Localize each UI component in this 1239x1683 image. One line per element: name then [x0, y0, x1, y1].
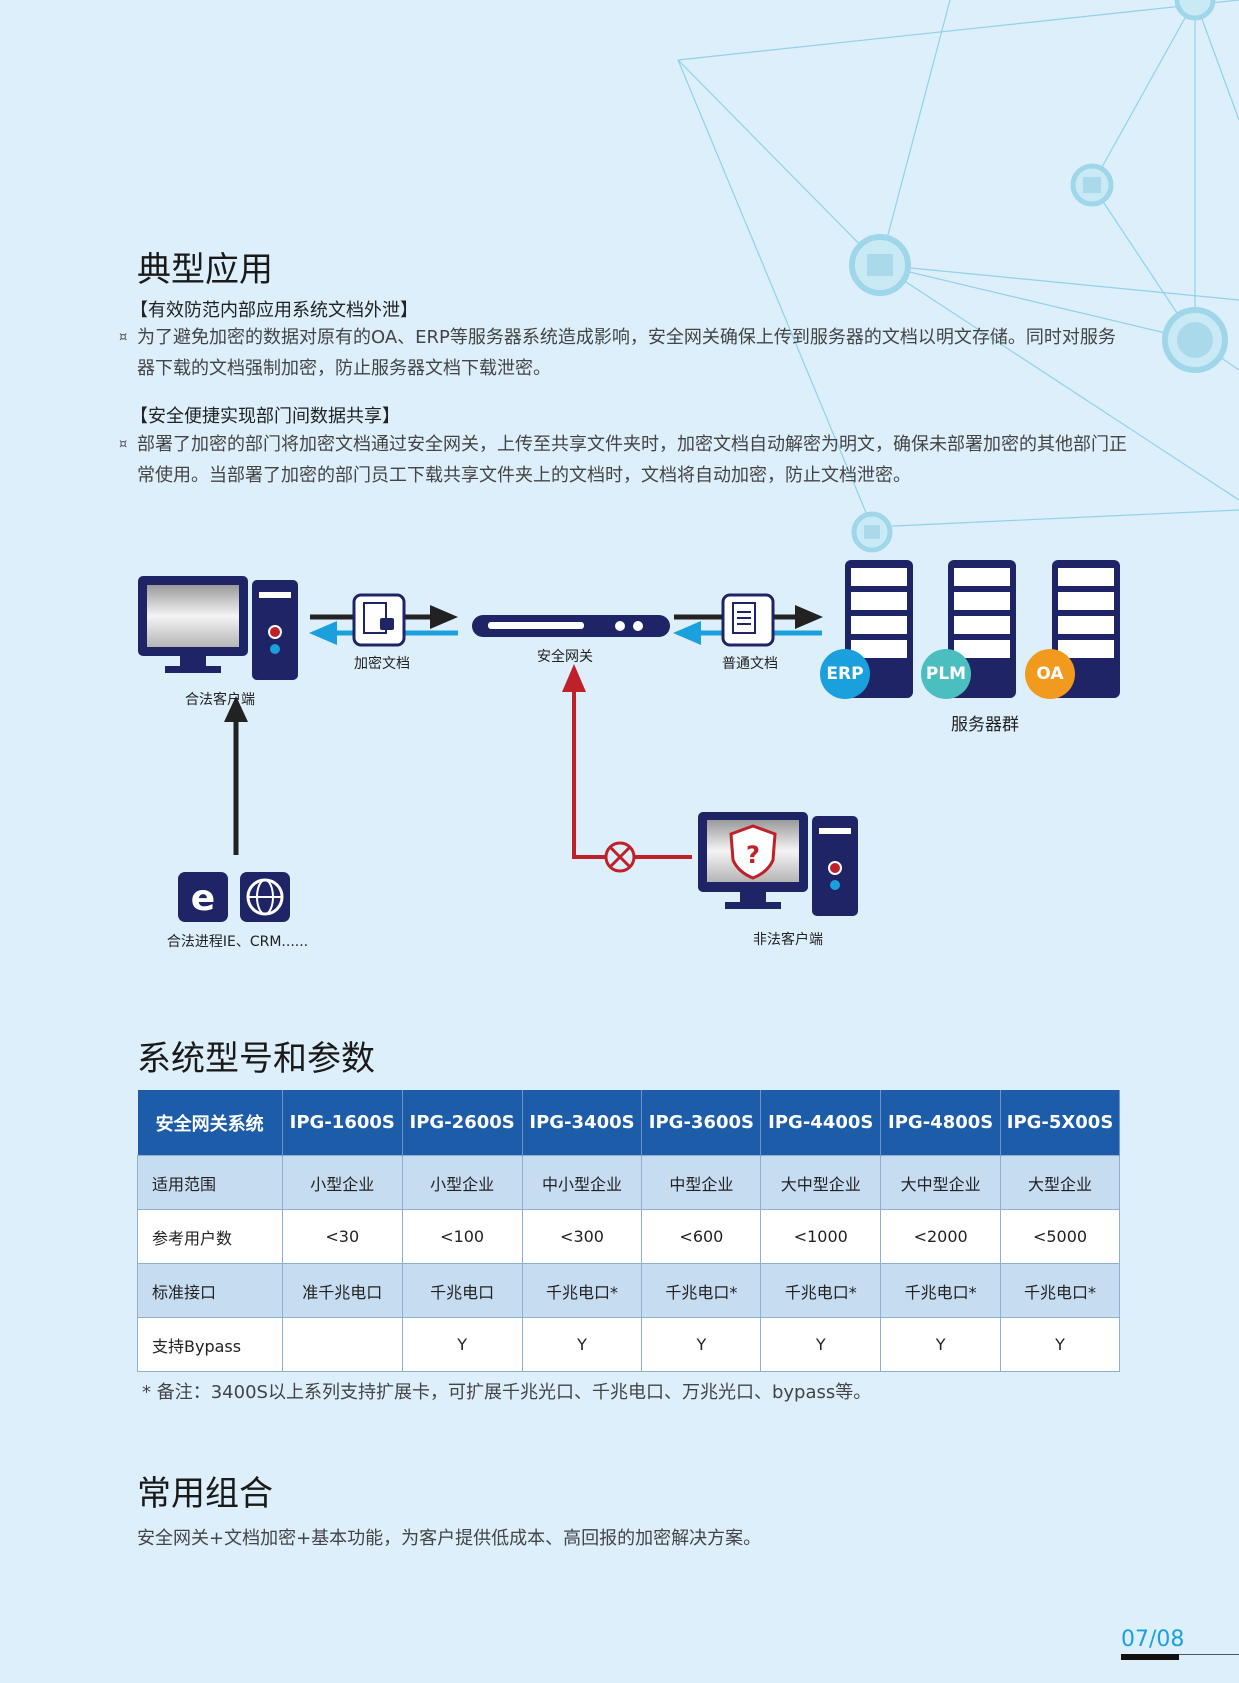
- node-icon: [1174, 0, 1216, 21]
- node-icon: [849, 234, 911, 296]
- bullet-icon: ¤: [119, 437, 128, 452]
- table-cell: Y: [641, 1317, 762, 1372]
- table-cell: <600: [641, 1209, 762, 1264]
- table-row: 适用范围 小型企业 小型企业 中小型企业 中型企业 大中型企业 大中型企业 大型…: [137, 1155, 1120, 1210]
- table-header-cell: IPG-1600S: [282, 1090, 403, 1156]
- encrypted-doc-label: 加密文档: [354, 656, 410, 672]
- table-cell: 准千兆电口: [281, 1263, 403, 1318]
- spec-table: 安全网关系统 IPG-1600S IPG-2600S IPG-3400S IPG…: [137, 1090, 1120, 1372]
- illegal-client-computer-icon: ?: [698, 812, 858, 916]
- table-cell: <2000: [880, 1209, 1002, 1264]
- table-cell: 千兆电口*: [521, 1263, 643, 1318]
- subheading-prevent-leak: 【有效防范内部应用系统文档外泄】: [130, 300, 418, 321]
- table-cell: 千兆电口: [401, 1263, 523, 1318]
- section-title-typical-use: 典型应用: [137, 250, 273, 290]
- oa-badge: OA: [1025, 649, 1075, 699]
- legal-client-computer-icon: [138, 576, 298, 680]
- illegal-client-label: 非法客户端: [753, 932, 823, 948]
- table-cell: Y: [521, 1317, 643, 1372]
- table-cell: 千兆电口*: [880, 1263, 1002, 1318]
- table-cell: 小型企业: [281, 1155, 403, 1210]
- table-cell: <30: [281, 1209, 403, 1264]
- paragraph-prevent-leak: ¤ 为了避免加密的数据对原有的OA、ERP等服务器系统造成影响，安全网关确保上传…: [119, 322, 1127, 384]
- table-row: 标准接口 准千兆电口 千兆电口 千兆电口* 千兆电口* 千兆电口* 千兆电口* …: [137, 1263, 1120, 1318]
- table-cell: <5000: [1000, 1209, 1120, 1264]
- ie-browser-icon: e: [178, 872, 228, 922]
- table-cell: <100: [401, 1209, 523, 1264]
- table-cell: Y: [401, 1317, 523, 1372]
- normal-doc-label: 普通文档: [722, 656, 778, 672]
- table-row: 参考用户数 <30 <100 <300 <600 <1000 <2000 <50…: [137, 1209, 1120, 1264]
- legal-process-label: 合法进程IE、CRM......: [166, 934, 309, 950]
- table-header-cell: IPG-4800S: [880, 1090, 1002, 1156]
- paragraph-data-sharing: ¤ 部署了加密的部门将加密文档通过安全网关，上传至共享文件夹时，加密文档自动解密…: [119, 429, 1127, 491]
- section-title-combination: 常用组合: [137, 1474, 273, 1514]
- table-cell: Y: [1000, 1317, 1120, 1372]
- blocked-path-arrow: [562, 664, 692, 873]
- table-cell: 大中型企业: [760, 1155, 882, 1210]
- table-header-cell: 安全网关系统: [137, 1090, 283, 1156]
- page-number-rule: [1121, 1654, 1239, 1655]
- paragraph-text: 部署了加密的部门将加密文档通过安全网关，上传至共享文件夹时，加密文档自动解密为明…: [137, 434, 1127, 486]
- network-decoration: [677, 0, 1239, 553]
- table-cell: Y: [760, 1317, 882, 1372]
- table-cell: 大型企业: [1000, 1155, 1120, 1210]
- table-cell: 中型企业: [641, 1155, 762, 1210]
- svg-text:?: ?: [746, 841, 760, 869]
- table-cell: 大中型企业: [880, 1155, 1002, 1210]
- legal-client-label: 合法客户端: [185, 692, 255, 708]
- table-header-cell: IPG-3400S: [522, 1090, 643, 1156]
- table-cell: 小型企业: [401, 1155, 523, 1210]
- table-row-header: 支持Bypass: [137, 1317, 283, 1372]
- node-icon: [1162, 307, 1228, 373]
- bullet-icon: ¤: [119, 330, 128, 345]
- table-cell: [281, 1317, 403, 1372]
- table-header-cell: IPG-2600S: [402, 1090, 523, 1156]
- security-gateway-device: [472, 615, 670, 637]
- gateway-label: 安全网关: [537, 649, 593, 665]
- table-cell: 千兆电口*: [760, 1263, 882, 1318]
- crm-globe-icon: [240, 872, 290, 922]
- svg-text:e: e: [191, 878, 215, 919]
- table-header-cell: IPG-4400S: [760, 1090, 882, 1156]
- table-cell: 中小型企业: [521, 1155, 643, 1210]
- table-header-row: 安全网关系统 IPG-1600S IPG-2600S IPG-3400S IPG…: [137, 1090, 1120, 1156]
- table-row-header: 参考用户数: [137, 1209, 283, 1264]
- erp-badge: ERP: [820, 649, 870, 699]
- normal-doc-arrows: [673, 593, 823, 647]
- section-title-models: 系统型号和参数: [137, 1039, 375, 1079]
- page-number: 07/08: [1121, 1627, 1185, 1652]
- combination-text: 安全网关+文档加密+基本功能，为客户提供低成本、高回报的加密解决方案。: [137, 1528, 762, 1549]
- legal-process-arrow: [224, 696, 248, 855]
- table-cell: <1000: [760, 1209, 882, 1264]
- table-row-header: 适用范围: [137, 1155, 283, 1210]
- node-icon: [1070, 163, 1114, 207]
- table-cell: 千兆电口*: [1000, 1263, 1120, 1318]
- network-diagram: ? e: [138, 560, 1120, 922]
- paragraph-text: 为了避免加密的数据对原有的OA、ERP等服务器系统造成影响，安全网关确保上传到服…: [137, 327, 1116, 379]
- table-cell: Y: [880, 1317, 1002, 1372]
- encrypted-doc-arrows: [309, 593, 458, 647]
- node-icon: [851, 511, 893, 553]
- page-number-bar: [1121, 1654, 1179, 1660]
- table-header-cell: IPG-5X00S: [1000, 1090, 1120, 1156]
- plm-badge: PLM: [921, 649, 971, 699]
- table-note: * 备注：3400S以上系列支持扩展卡，可扩展千兆光口、千兆电口、万兆光口、by…: [142, 1382, 872, 1403]
- table-header-cell: IPG-3600S: [641, 1090, 762, 1156]
- table-row: 支持Bypass Y Y Y Y Y Y: [137, 1317, 1120, 1372]
- table-cell: <300: [521, 1209, 643, 1264]
- table-cell: 千兆电口*: [641, 1263, 762, 1318]
- table-row-header: 标准接口: [137, 1263, 283, 1318]
- subheading-data-sharing: 【安全便捷实现部门间数据共享】: [130, 406, 400, 427]
- server-group-label: 服务器群: [951, 715, 1019, 735]
